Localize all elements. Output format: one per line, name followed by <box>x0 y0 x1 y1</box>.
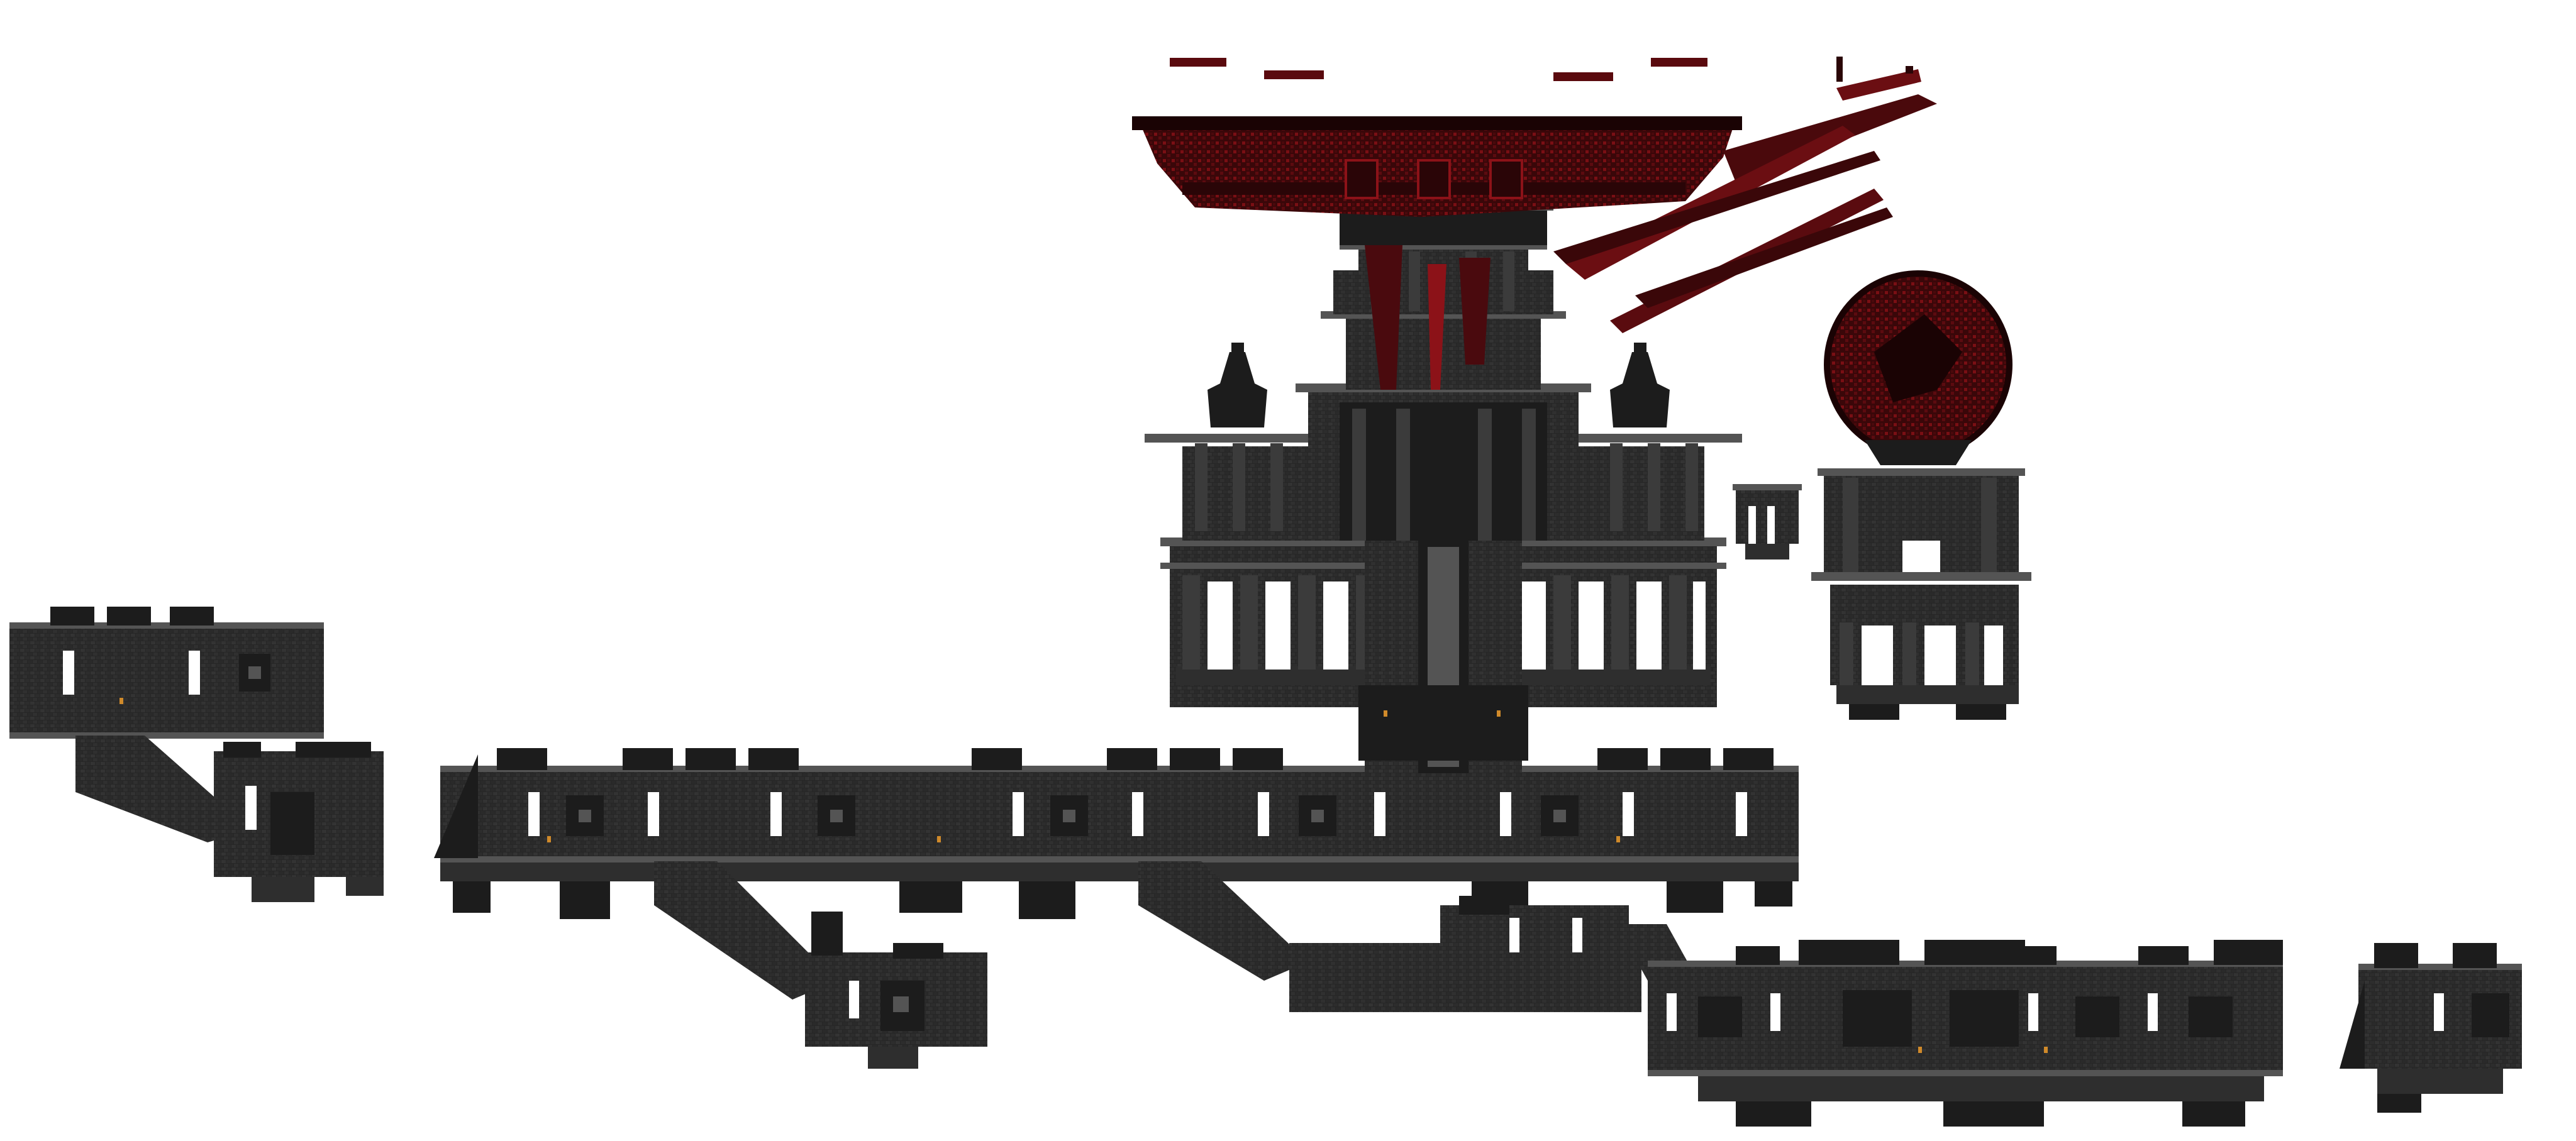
central-temple <box>1145 204 1742 773</box>
orb-shrine <box>1811 270 2031 720</box>
crimson-tendrils <box>1553 57 1937 333</box>
far-right-room <box>2340 943 2522 1113</box>
canopy-shields <box>1345 159 1523 199</box>
lower-stair-center <box>1138 861 1308 981</box>
left-dungeon-wing <box>9 607 384 902</box>
floating-fragment <box>1733 484 1802 559</box>
main-corridor <box>434 754 1799 919</box>
lower-stair-left <box>654 861 987 1069</box>
corridor-crenellations <box>497 748 1774 770</box>
crimson-canopy <box>1132 58 1742 217</box>
lower-right-corridor <box>1289 896 2283 1127</box>
torches <box>119 698 2048 1053</box>
corridor-windows <box>528 792 1747 836</box>
